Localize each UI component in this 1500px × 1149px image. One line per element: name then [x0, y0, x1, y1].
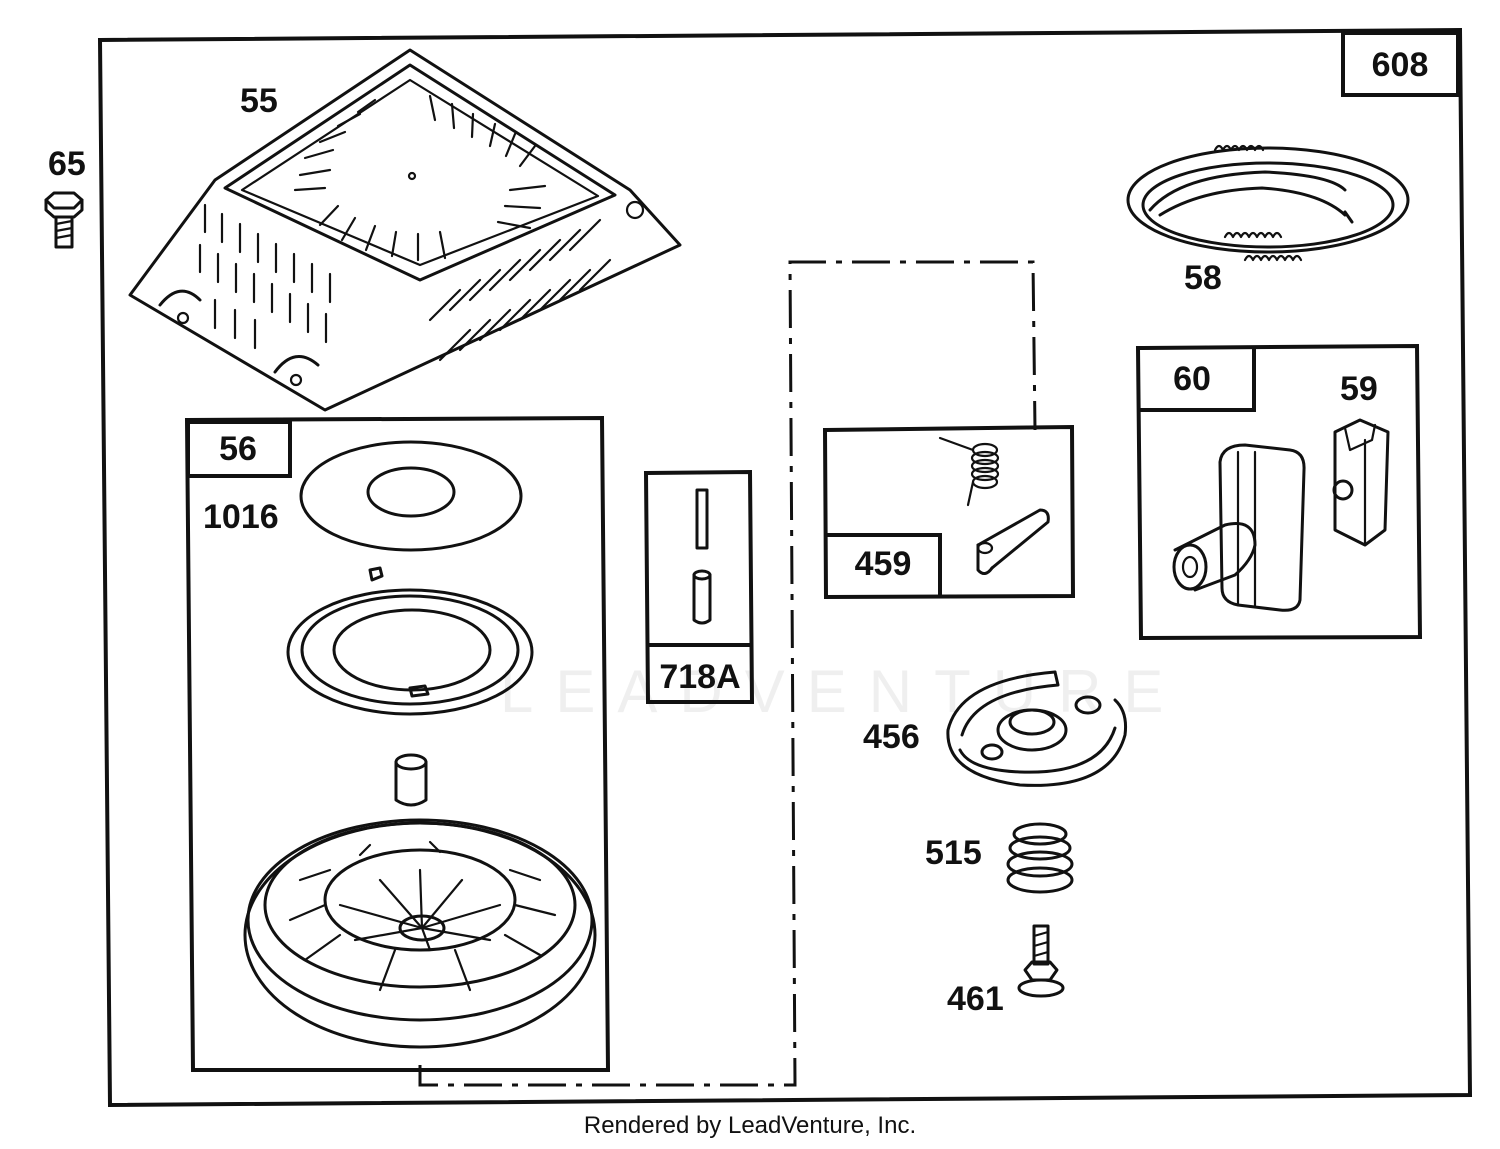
box-718a — [643, 469, 755, 704]
starter-dog-icon — [976, 508, 1050, 575]
label-459: 459 — [855, 545, 912, 583]
outer-frame — [97, 27, 1473, 1108]
box-56 — [184, 415, 611, 1072]
label-box-459 — [826, 533, 942, 596]
label-456: 456 — [863, 718, 920, 756]
starter-cup-icon — [946, 670, 1127, 787]
compression-spring-icon — [1006, 822, 1074, 894]
label-box-60 — [1139, 348, 1256, 412]
roll-pin-icon — [692, 488, 712, 625]
label-58: 58 — [1184, 259, 1222, 297]
label-461: 461 — [947, 980, 1004, 1018]
starter-rope-icon — [1126, 144, 1410, 262]
screw-461-icon — [1017, 924, 1065, 998]
box-60 — [1135, 343, 1423, 641]
starter-handle-icon — [1172, 443, 1306, 612]
label-65: 65 — [48, 145, 86, 183]
label-box-608 — [1341, 31, 1460, 97]
label-56: 56 — [219, 430, 257, 468]
label-60: 60 — [1173, 360, 1211, 398]
label-718a: 718A — [659, 658, 740, 696]
rewind-spring-icon — [286, 566, 534, 716]
leader-line — [418, 260, 1037, 1087]
blower-housing-icon — [128, 48, 682, 412]
label-box-56 — [186, 420, 292, 478]
box-459 — [822, 424, 1076, 600]
pulley-icon — [243, 818, 597, 1049]
label-515: 515 — [925, 834, 982, 872]
label-608: 608 — [1372, 46, 1429, 84]
bolt-65-icon — [44, 191, 84, 249]
footer-credit: Rendered by LeadVenture, Inc. — [583, 1112, 917, 1139]
handle-insert-icon — [1332, 418, 1390, 547]
label-59: 59 — [1340, 370, 1378, 408]
dog-spring-icon — [938, 436, 1000, 507]
washer-1016-icon — [299, 440, 523, 552]
label-1016: 1016 — [203, 498, 279, 536]
label-55: 55 — [240, 82, 278, 120]
starter-pin-icon — [394, 753, 428, 807]
